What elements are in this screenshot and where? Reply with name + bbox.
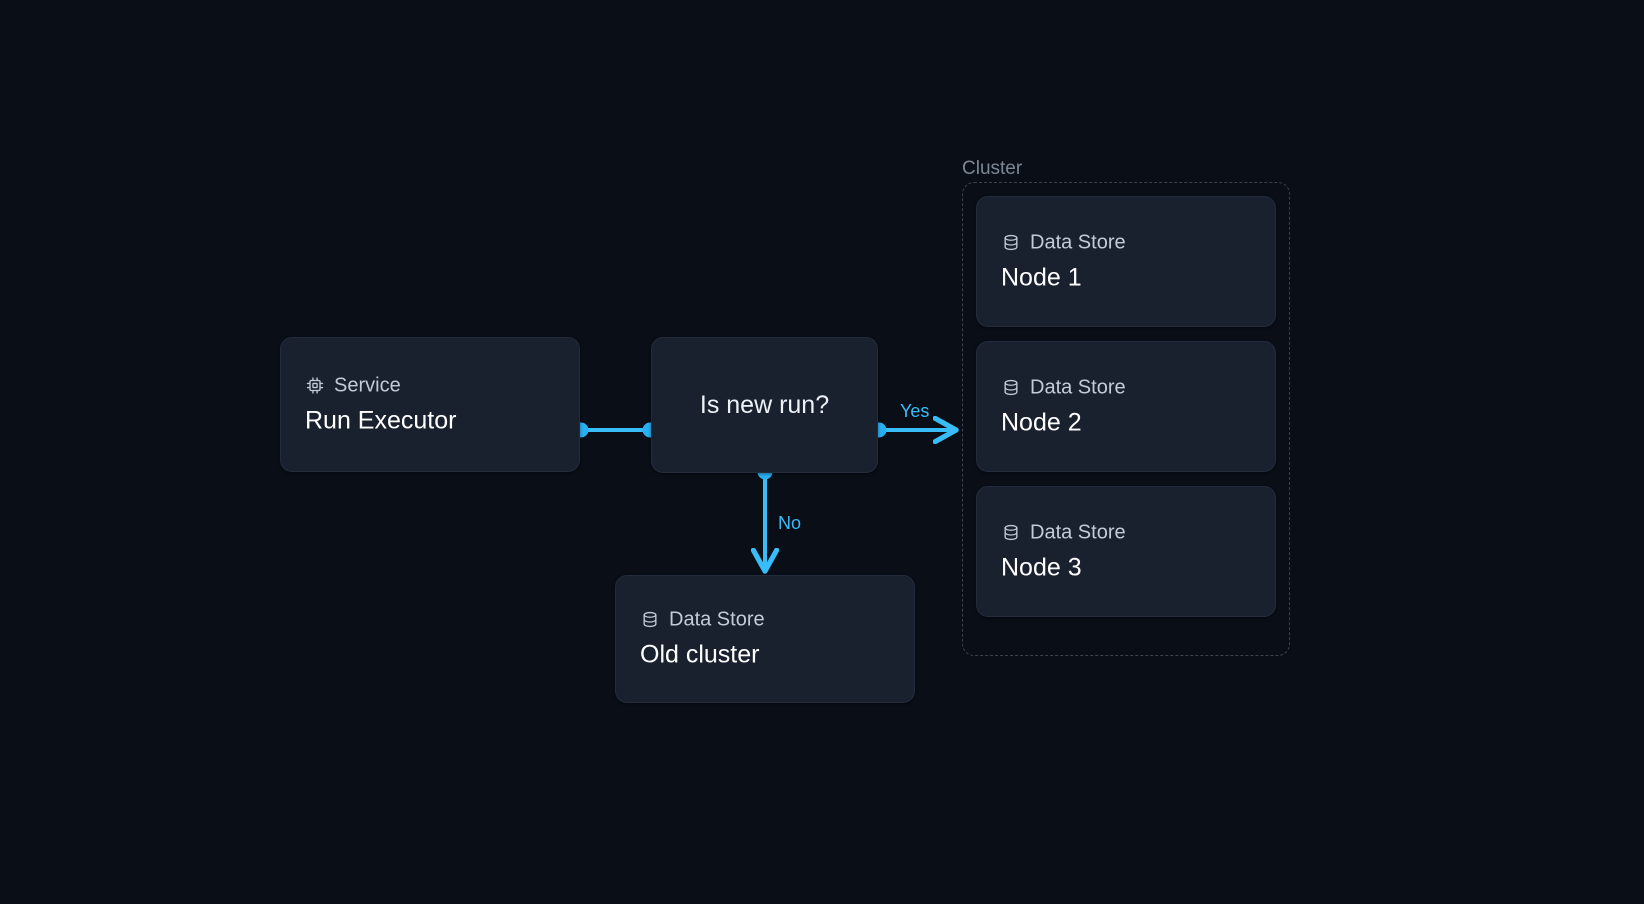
node-type-label: Data Store [1030,231,1126,253]
node-data-store-node-1[interactable]: Data Store Node 1 [976,196,1276,327]
node-title: Node 1 [1001,263,1082,291]
node-type-row: Data Store [1001,230,1259,254]
edge-decision-to-node2 [871,423,956,438]
node-type-row: Service [305,373,563,397]
node-content: Data Store Node 1 [1001,230,1259,293]
node-title: Old cluster [640,640,760,669]
database-icon [1004,379,1018,395]
node-decision-is-new-run[interactable]: Is new run? [651,337,878,473]
database-icon [1004,234,1018,250]
edge-decision-to-old-cluster [758,464,773,571]
node-content: Data Store Node 2 [1001,375,1259,438]
edge-service-to-decision [573,422,658,438]
node-type-label: Data Store [1030,521,1126,543]
decision-label: Is new run? [699,390,830,419]
database-icon [643,611,657,628]
node-type-row: Data Store [640,608,898,632]
node-type-label: Data Store [669,608,765,631]
cluster-container [962,182,1290,656]
cpu-chip-icon [306,376,324,394]
node-content: Data Store Node 3 [1001,520,1259,583]
node-type-label: Data Store [1030,376,1126,398]
node-content: Data Store Old cluster [640,608,898,671]
node-title: Node 2 [1001,408,1082,436]
node-service-run-executor[interactable]: Service Run Executor [280,337,580,472]
node-type-row: Data Store [1001,520,1259,544]
edge-label-yes: Yes [900,401,930,421]
node-content: Service Run Executor [305,373,563,436]
node-old-cluster[interactable]: Data Store Old cluster [615,575,915,703]
edge-label-no: No [778,513,802,533]
node-data-store-node-3[interactable]: Data Store Node 3 [976,486,1276,617]
node-type-row: Data Store [1001,375,1259,399]
cluster-label: Cluster [962,158,1023,179]
node-type-label: Service [334,374,401,396]
node-title: Run Executor [305,406,457,434]
database-icon [1004,524,1018,540]
node-data-store-node-2[interactable]: Data Store Node 2 [976,341,1276,472]
node-title: Node 3 [1001,553,1082,581]
